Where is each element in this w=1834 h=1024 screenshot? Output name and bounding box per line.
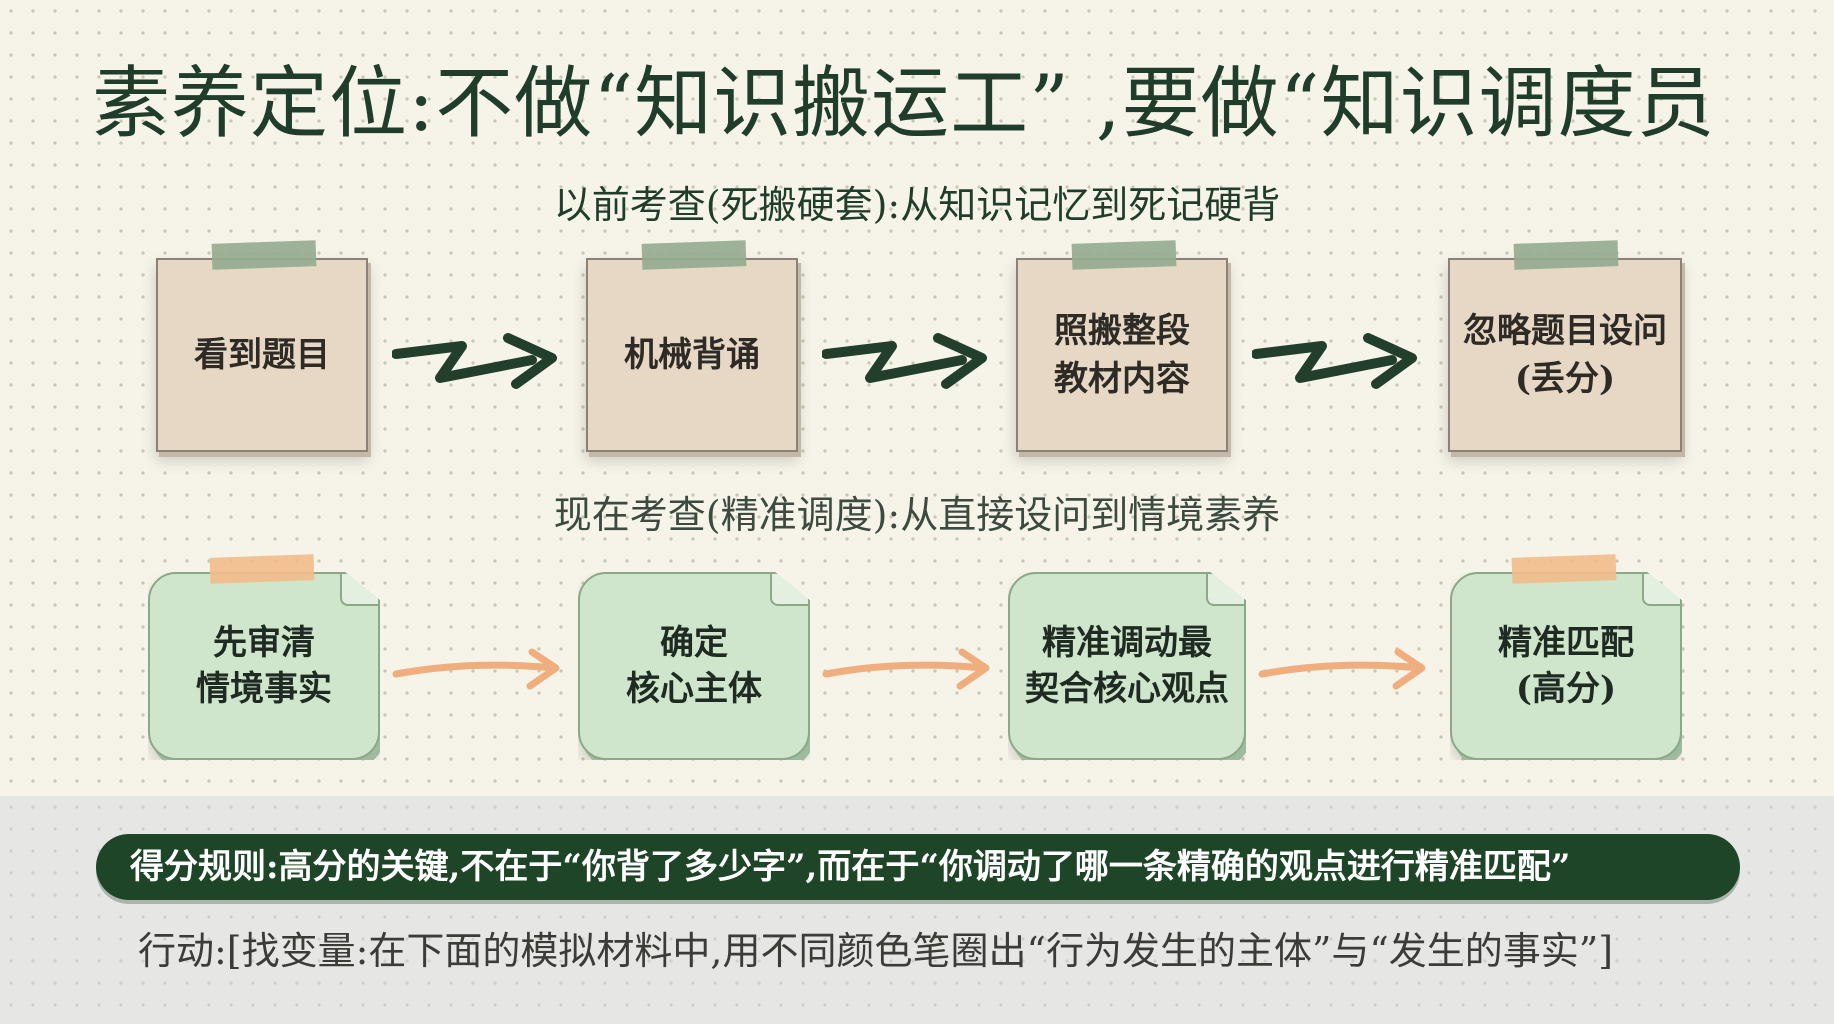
curved-arrow-icon: [1258, 648, 1426, 690]
zigzag-arrow-icon: [392, 333, 557, 389]
before-step-3: 照搬整段 教材内容: [1016, 258, 1228, 452]
tape-strip-icon: [1511, 554, 1617, 584]
now-step-2-label: 确定 核心主体: [626, 623, 762, 709]
now-step-4-label: 精准匹配 (高分): [1498, 623, 1634, 709]
tape-strip-icon: [641, 240, 747, 270]
tape-strip-icon: [1071, 240, 1177, 270]
folded-corner: [1642, 574, 1680, 606]
scoring-rule-bar: 得分规则:高分的关键,不在于“你背了多少字”,而在于“你调动了哪一条精确的观点进…: [96, 834, 1740, 900]
folded-corner: [340, 574, 378, 606]
before-step-1-label: 看到题目: [194, 335, 330, 375]
folded-corner: [1206, 574, 1244, 606]
zigzag-arrow-icon: [1252, 333, 1417, 389]
before-step-2: 机械背诵: [586, 258, 798, 452]
tape-strip-icon: [209, 554, 315, 584]
now-step-1: 先审清 情境事实: [148, 572, 380, 760]
now-heading: 现在考查(精准调度):从直接设问到情境素养: [553, 493, 1281, 537]
now-step-4: 精准匹配 (高分): [1450, 572, 1682, 760]
before-step-3-label: 照搬整段 教材内容: [1054, 311, 1190, 399]
zigzag-arrow-icon: [822, 333, 987, 389]
before-step-4-label: 忽略题目设问 (丢分): [1463, 311, 1667, 399]
now-step-1-label: 先审清 情境事实: [196, 623, 332, 709]
before-heading: 以前考查(死搬硬套):从知识记忆到死记硬背: [553, 183, 1281, 227]
curved-arrow-icon: [392, 648, 560, 690]
action-text: 行动:[找变量:在下面的模拟材料中,用不同颜色笔圈出“行为发生的主体”与“发生的…: [138, 929, 1614, 973]
folded-corner: [770, 574, 808, 606]
before-step-4: 忽略题目设问 (丢分): [1448, 258, 1682, 452]
page-title: 素养定位:不做“知识搬运工” ,要做“知识调度员: [92, 59, 1716, 149]
before-step-1: 看到题目: [156, 258, 368, 452]
now-step-2: 确定 核心主体: [578, 572, 810, 760]
now-step-3: 精准调动最 契合核心观点: [1008, 572, 1246, 760]
tape-strip-icon: [211, 240, 317, 270]
before-step-2-label: 机械背诵: [624, 335, 760, 375]
now-step-3-label: 精准调动最 契合核心观点: [1025, 623, 1229, 709]
curved-arrow-icon: [822, 648, 990, 690]
tape-strip-icon: [1513, 240, 1619, 270]
bottom-band: [0, 796, 1834, 1024]
